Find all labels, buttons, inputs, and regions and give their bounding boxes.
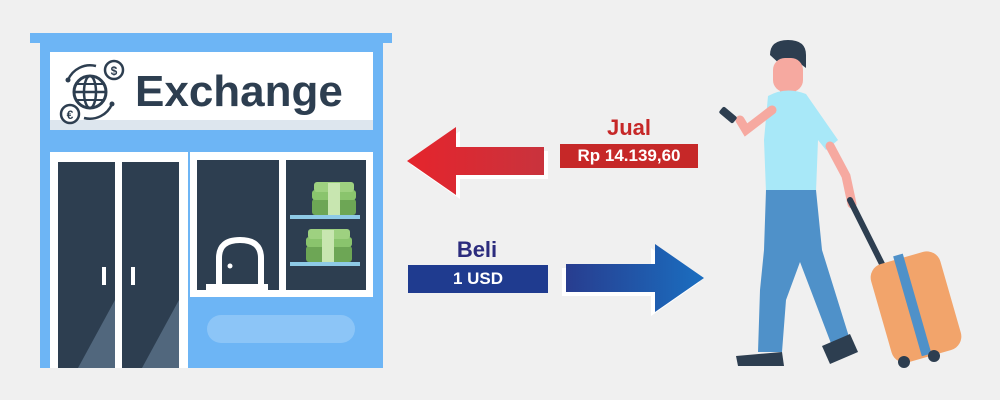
sell-arrow-left — [407, 127, 548, 199]
sell-rate-badge: Rp 14.139,60 — [560, 144, 698, 168]
svg-text:$: $ — [111, 64, 118, 78]
door-handle-right — [131, 267, 135, 285]
sell-label: Jual — [606, 115, 652, 140]
phone-icon — [719, 106, 737, 124]
shop-window-right — [286, 160, 366, 290]
svg-text:€: € — [67, 108, 74, 122]
buy-arrow-right — [562, 244, 704, 316]
traveler-illustration — [719, 40, 962, 368]
shop-sign-title: Exchange — [135, 67, 343, 116]
money-stack-icon — [312, 182, 356, 215]
lock-icon — [206, 236, 268, 296]
currency-exchange-icon: $ € — [59, 59, 125, 125]
shop-window-left — [197, 160, 279, 290]
door-handle-left — [102, 267, 106, 285]
money-stack-icon — [306, 229, 352, 262]
euro-icon: € — [59, 103, 81, 125]
shop-roof — [30, 33, 392, 43]
shop-counter-panel — [207, 315, 355, 343]
suitcase-icon — [870, 251, 962, 368]
buy-amount-badge: 1 USD — [408, 265, 548, 293]
buy-label: Beli — [456, 237, 498, 262]
dollar-icon: $ — [103, 59, 125, 81]
